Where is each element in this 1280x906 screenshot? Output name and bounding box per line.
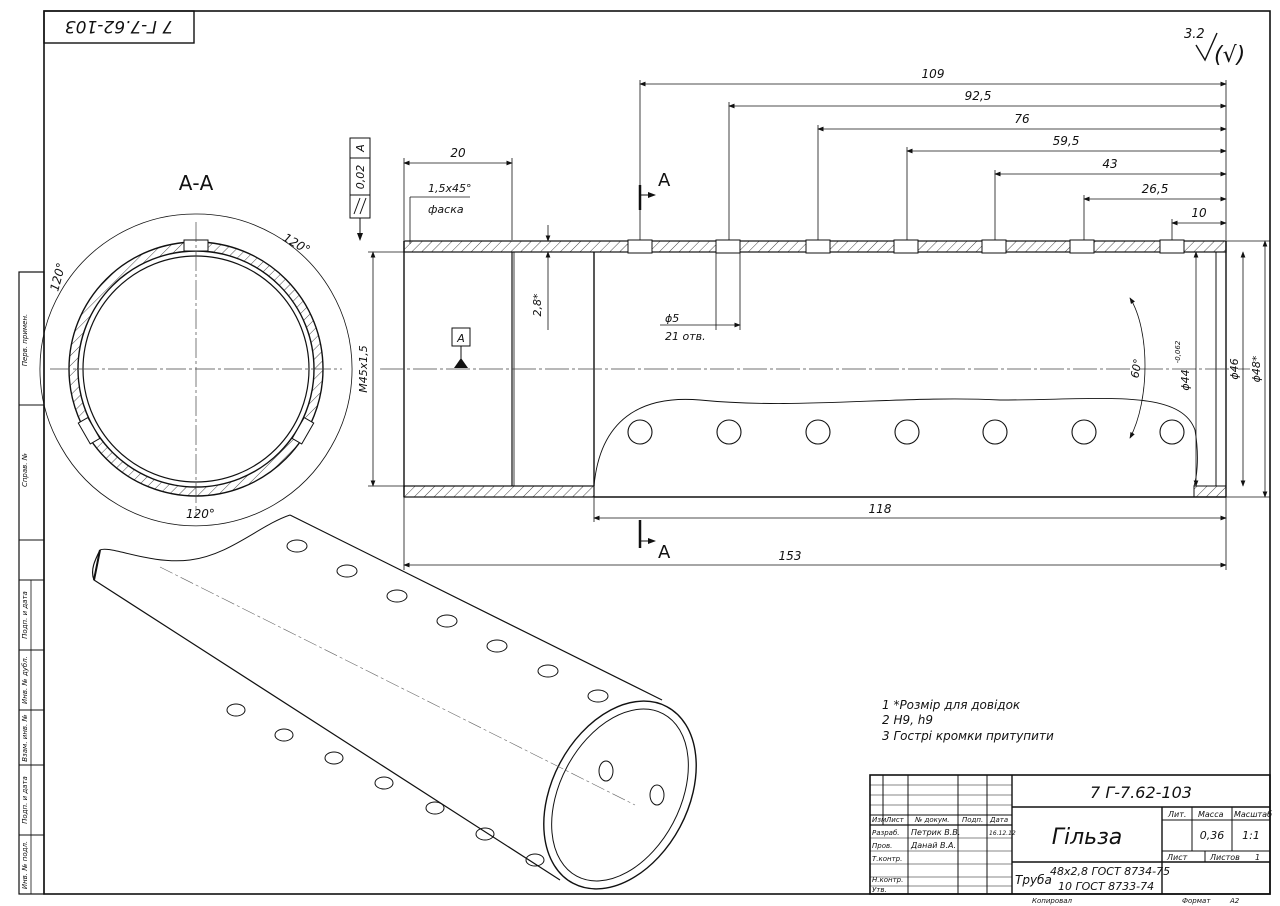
tb-row-developer: Разраб. — [872, 829, 900, 837]
tb-mass: 0,36 — [1200, 829, 1225, 842]
dim-43: 43 — [1102, 157, 1117, 171]
roughness-symbol — [1195, 32, 1218, 62]
tb-col-doc: № докум. — [914, 816, 950, 824]
tb-row-checker: Пров. — [872, 842, 892, 850]
dim-118: 118 — [869, 502, 892, 516]
title-designation: 7 Г-7.62-103 — [1090, 783, 1192, 802]
tb-format-label: Формат — [1182, 897, 1211, 905]
dim-d48: ϕ48* — [1250, 355, 1263, 382]
roughness-check: (√) — [1214, 43, 1245, 68]
tb-sheets-label: Листов — [1209, 853, 1240, 862]
side-strip — [18, 271, 45, 895]
dim-d46: ϕ46 — [1228, 358, 1241, 379]
dim-76: 76 — [1014, 112, 1030, 126]
tb-material-2: 10 ГОСТ 8733-74 — [1058, 880, 1154, 893]
main-view — [380, 239, 1250, 498]
dim-153: 153 — [779, 549, 802, 563]
datum-marker — [451, 327, 471, 368]
title-part-name: Гільза — [1052, 825, 1123, 850]
side-label: Перв. примен. — [21, 314, 29, 367]
section-angle-top: 120° — [281, 230, 313, 257]
tb-copied: Копировал — [1032, 897, 1073, 905]
tb-row-approved: Утв. — [872, 886, 887, 894]
section-angle-bottom: 120° — [186, 507, 215, 521]
dim-angle: 60° — [1128, 358, 1144, 379]
tb-developer: Петрик В.В. — [911, 828, 960, 837]
dim-wall: 2,8* — [531, 293, 544, 316]
tb-format: А2 — [1229, 897, 1240, 905]
tb-sheet-label: Лист — [1166, 853, 1188, 862]
tb-sheets: 1 — [1255, 853, 1260, 862]
title-block — [869, 774, 1271, 895]
section-title: А-А — [179, 171, 214, 195]
section-angle-left: 120° — [47, 261, 68, 293]
section-cut-marks — [638, 185, 656, 548]
dim-109: 109 — [922, 67, 945, 81]
tb-row-tcontrol: Т.контр. — [872, 855, 902, 863]
dim-hole: ϕ5 — [665, 312, 679, 325]
datum-label: А — [456, 332, 465, 345]
roughness-value: 3.2 — [1184, 27, 1205, 42]
note-2: 2 H9, h9 — [882, 713, 933, 727]
dim-20: 20 — [450, 146, 466, 160]
dim-d44: ϕ44 — [1179, 369, 1192, 390]
tb-row-ncontrol: Н.контр. — [872, 876, 903, 884]
side-label: Подп. и дата — [21, 776, 29, 824]
side-label: Инв. № дубл. — [21, 656, 29, 704]
tb-col-izm: Изм — [872, 816, 887, 824]
tb-col-sign: Подп. — [962, 816, 983, 824]
tb-col-date: Дата — [989, 816, 1008, 824]
dim-chamfer-word: фаска — [428, 203, 464, 216]
dimension-lines — [368, 80, 1270, 570]
dim-chamfer: 1,5x45° — [428, 182, 472, 195]
tb-scale-label: Масштаб — [1234, 810, 1272, 819]
dim-26-5: 26,5 — [1142, 182, 1169, 196]
side-label: Взам. инв. № — [21, 714, 29, 762]
tb-col-list: Лист — [885, 816, 905, 824]
tb-material-word: Труба — [1015, 873, 1052, 887]
tb-scale: 1:1 — [1242, 829, 1260, 842]
dim-hole-count: 21 отв. — [665, 330, 706, 343]
dim-92-5: 92,5 — [965, 89, 992, 103]
dim-thread: M45x1,5 — [357, 345, 370, 393]
side-label: Подп. и дата — [21, 591, 29, 639]
rotated-designation: 7 Г-7.62-103 — [65, 16, 173, 36]
tb-lit-label: Лит. — [1167, 810, 1186, 819]
tb-mass-label: Масса — [1198, 810, 1224, 819]
dim-59-5: 59,5 — [1053, 134, 1080, 148]
dim-d44-tol: -0,062 — [1174, 340, 1182, 363]
cut-label-top: А — [658, 170, 671, 191]
tb-checker: Данай В.А. — [910, 841, 956, 850]
note-1: 1 *Розмір для довідок — [882, 698, 1021, 712]
tolerance-value: 0,02 — [354, 165, 367, 190]
dim-10: 10 — [1191, 206, 1207, 220]
tb-material-1: 48x2,8 ГОСТ 8734-75 — [1050, 865, 1170, 878]
tb-date: 16.12.12 — [989, 830, 1016, 837]
note-3: 3 Гострі кромки притупити — [882, 729, 1054, 743]
isometric-view — [91, 514, 697, 890]
section-view — [39, 213, 353, 527]
tolerance-frame — [349, 137, 371, 241]
tolerance-datum: А — [354, 144, 367, 153]
side-label: Инв. № подл. — [21, 841, 29, 889]
side-label: Справ. № — [21, 453, 29, 487]
cut-label-bottom: А — [658, 542, 671, 563]
